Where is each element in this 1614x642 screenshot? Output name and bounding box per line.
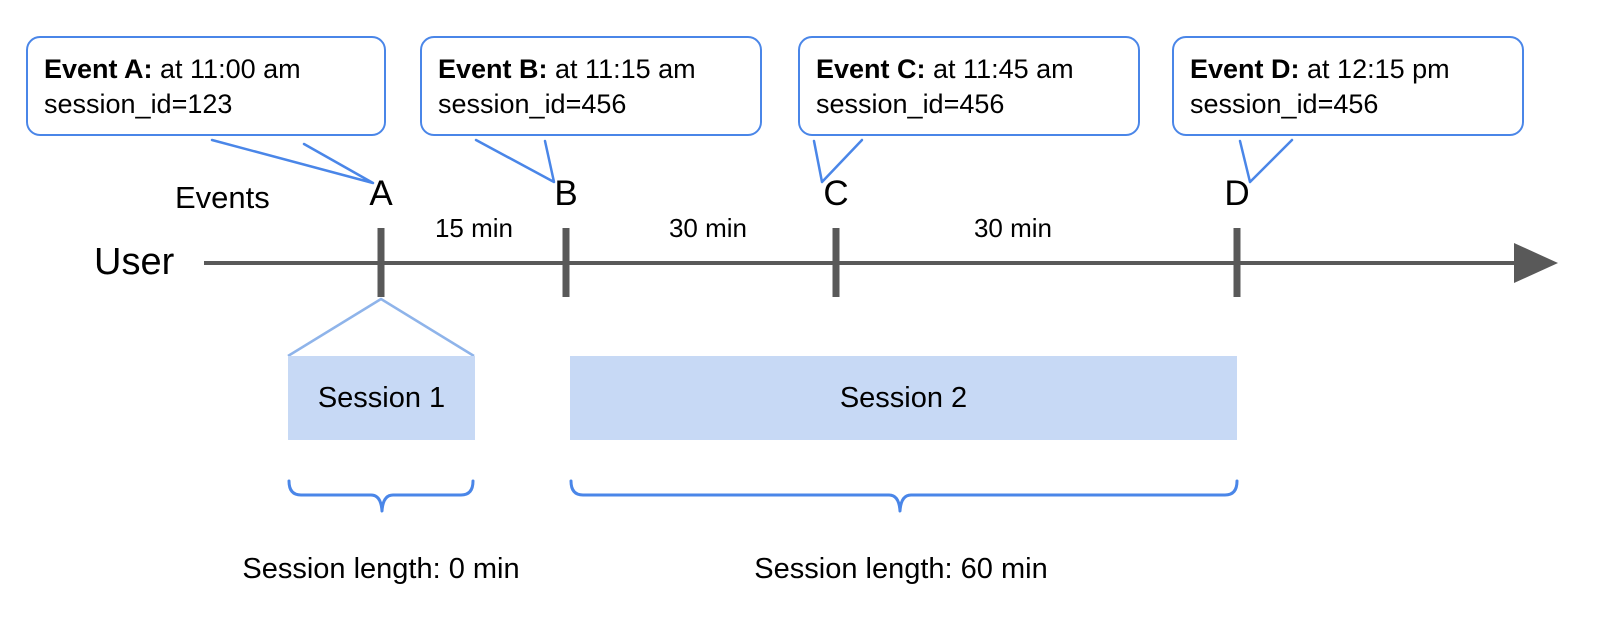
session-bar-2-label: Session 2 <box>839 381 968 414</box>
event-letter-c: C <box>823 174 849 213</box>
gap-label-a-b: 15 min <box>434 213 514 243</box>
callout-event-d: Event D: at 12:15 pm session_id=456 <box>1172 36 1524 137</box>
callout-b-title: Event B: <box>438 54 548 84</box>
events-row-label: Events <box>175 180 270 215</box>
callout-c-time: at 11:45 am <box>925 54 1074 84</box>
callout-event-b: Event B: at 11:15 am session_id=456 <box>420 36 762 137</box>
event-letter-d: D <box>1224 174 1250 213</box>
callout-tail-a <box>210 138 375 185</box>
callout-event-a: Event A: at 11:00 am session_id=123 <box>26 36 386 137</box>
user-row-label: User <box>94 241 175 283</box>
callout-d-time: at 12:15 pm <box>1299 54 1450 84</box>
session1-brace <box>287 479 475 513</box>
callout-c-title: Event C: <box>816 54 926 84</box>
gap-label-c-d: 30 min <box>973 213 1053 243</box>
callout-b-time: at 11:15 am <box>547 54 696 84</box>
callout-tail-c <box>812 138 864 184</box>
session-2-length-caption: Session length: 60 min <box>754 553 1048 585</box>
callout-a-session-id: session_id=123 <box>44 89 233 120</box>
gap-label-b-c: 30 min <box>668 213 748 243</box>
session-bar-1: Session 1 <box>288 356 475 440</box>
callout-d-title: Event D: <box>1190 54 1300 84</box>
session1-leader-lines <box>287 297 475 358</box>
session-1-length-caption: Session length: 0 min <box>242 553 520 585</box>
event-letter-a: A <box>369 174 393 213</box>
session-bar-2: Session 2 <box>570 356 1237 440</box>
callout-b-session-id: session_id=456 <box>438 89 627 120</box>
callout-tail-d <box>1238 138 1294 184</box>
callout-tail-b <box>474 138 556 184</box>
callout-c-session-id: session_id=456 <box>816 89 1005 120</box>
callout-a-title: Event A: <box>44 54 153 84</box>
event-letter-b: B <box>554 174 578 213</box>
callout-event-c: Event C: at 11:45 am session_id=456 <box>798 36 1140 137</box>
callout-d-session-id: session_id=456 <box>1190 89 1379 120</box>
session2-brace <box>569 479 1239 513</box>
session-bar-1-label: Session 1 <box>317 381 446 414</box>
callout-a-time: at 11:00 am <box>152 54 301 84</box>
